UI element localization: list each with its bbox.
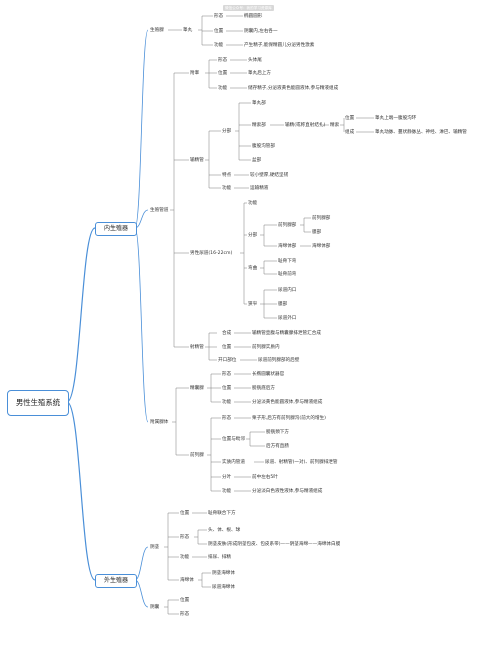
node-g-pr-lobes[interactable]: 分叶 [222,474,232,480]
node-d-ep-func-v[interactable]: 储存精子,分泌液黄色能圆液体,参与精液组成 [248,85,339,91]
node-t-pos[interactable]: 位置 [214,28,224,34]
node-g-pr-func-v[interactable]: 分泌淡白色液性液体,参与精液组成 [252,488,323,494]
node-g-pr-func[interactable]: 功能 [222,488,232,494]
node-g-s-func[interactable]: 功能 [222,399,232,405]
connector-line [66,227,96,403]
internal-organs-node[interactable]: 内生殖器 [95,222,137,236]
node-g-s-pos-v[interactable]: 膀胱底后方 [252,385,275,391]
node-d-c1[interactable]: 耻骨下弯 [278,258,297,264]
node-p-penis[interactable]: 阴茎 [150,544,160,550]
node-d-e-pos[interactable]: 位置 [222,344,232,350]
node-d-n1[interactable]: 尿道内口 [278,287,297,293]
node-d-memb[interactable]: 膜部 [312,229,322,235]
node-t-pos-v[interactable]: 阴囊内,左右各一 [244,28,278,34]
node-p-pos[interactable]: 位置 [180,510,190,516]
node-d-pros[interactable]: 前列腺部 [278,222,297,228]
node-d-ep-shape[interactable]: 形态 [218,57,228,63]
node-d-vas-func[interactable]: 功能 [222,185,232,191]
node-d-e-pos-v[interactable]: 前列腺实质内 [252,344,280,350]
node-d-ure[interactable]: 男性尿道(16-22cm) [190,250,233,256]
node-d-p1[interactable]: 睾丸部 [252,100,266,106]
node-d-spong[interactable]: 海绵体部 [278,243,297,249]
node-d-u-parts[interactable]: 分部 [248,232,258,238]
node-t-shape-v[interactable]: 椭圆圆形 [244,13,263,19]
node-p-scrotum[interactable]: 阴囊 [150,604,160,610]
node-d-n3[interactable]: 尿道外口 [278,315,297,321]
node-d-pros1[interactable]: 前列腺部 [312,215,331,221]
node-d-e-open[interactable]: 开口部位 [218,357,237,363]
node-d-ep-func[interactable]: 功能 [218,85,228,91]
node-t-func[interactable]: 功能 [214,42,224,48]
root-node[interactable]: 男性生殖系统 [7,390,69,416]
node-d-vas-parts[interactable]: 分部 [222,128,232,134]
node-d-narrow[interactable]: 狭窄 [248,301,258,307]
node-d-ep[interactable]: 附睾 [190,70,200,76]
node-d-curves[interactable]: 弯曲 [248,265,258,271]
node-p-func-v[interactable]: 排尿、排精 [208,554,231,560]
connector-line [134,29,149,229]
node-p-shape-v2[interactable]: 阴茎皮肤(形成阴茎包皮、包皮系带)——阴茎海绵——海绵体白膜 [208,541,341,547]
node-d-cord-comp[interactable]: 组成 [345,129,355,135]
node-d-vas[interactable]: 输精管 [190,157,204,163]
node-d-ejac[interactable]: 射精管 [190,344,204,350]
node-t-shape[interactable]: 形态 [214,13,224,19]
connector-line [134,546,149,581]
node-d-n2[interactable]: 膜部 [278,301,288,307]
node-g-sem[interactable]: 精囊腺 [190,385,204,391]
node-d-vas-func-v[interactable]: 运输精液 [250,185,269,191]
node-p-sc-pos[interactable]: 位置 [180,597,190,603]
node-d-u-func[interactable]: 功能 [248,200,258,206]
node-d-vas-feat[interactable]: 特点 [222,172,232,178]
node-p-s2[interactable]: 尿道海绵体 [212,584,235,590]
node-g-s-pos[interactable]: 位置 [222,385,232,391]
connector-line [66,401,96,581]
node-g-pr-rel2[interactable]: 后方有直肠 [266,443,289,449]
node-p-sponge[interactable]: 海绵体 [180,577,194,583]
node-g-s-func-v[interactable]: 分泌淡黄色能圆液体,参与精液组成 [252,399,323,405]
node-d-c2[interactable]: 耻骨前弯 [278,271,297,277]
node-g-pr-dev[interactable]: 实质内管道 [222,459,245,465]
external-organs-node[interactable]: 外生殖器 [95,574,137,588]
node-d-p2-note[interactable]: 输精(或称直射结扎) [285,122,326,128]
node-d-e-open-v[interactable]: 尿道前列腺部的后壁 [258,357,300,363]
node-g-s-shape-v[interactable]: 长椭圆囊状器官 [252,371,285,377]
node-g-pr-shape[interactable]: 形态 [222,415,232,421]
node-g-pro[interactable]: 前列腺 [190,452,204,458]
node-p-shape[interactable]: 形态 [180,534,190,540]
node-p-s1[interactable]: 阴茎海绵体 [212,570,235,576]
node-g-pr-shape-v[interactable]: 栗子形,后方有前列腺沟(前大的增生) [252,415,326,421]
node-g-pr-lobes-v[interactable]: 前中左右5叶 [252,474,278,480]
node-t-title[interactable]: 生殖腺 [150,27,164,33]
node-d-cord-comp-v[interactable]: 睾丸动脉、蔓状静脉丛、神经、淋巴、输精管 [375,129,467,135]
node-d-e-comp[interactable]: 合成 [222,330,232,336]
node-d-vas-feat-v[interactable]: 较小壁厚,硬结坚韧 [250,172,289,178]
node-p-sc-shape[interactable]: 形态 [180,611,190,617]
node-d-ep-pos[interactable]: 位置 [218,70,228,76]
node-d-ep-shape-v[interactable]: 头体尾 [248,57,262,63]
node-g-pr-dev-v[interactable]: 尿道、射精管(一对)、前列腺排泄管 [265,459,338,465]
node-g-pr-rel1[interactable]: 膀胱颈下方 [266,429,289,435]
node-d-e-comp-v[interactable]: 输精管壶腹与精囊腺排泄管汇合成 [252,330,321,336]
node-p-pos-v[interactable]: 耻骨联合下方 [208,510,236,516]
node-d-cord[interactable]: 精索 [330,122,340,128]
watermark-label: 微信公众号：我的学习资源库 [223,5,274,11]
node-g-s-shape[interactable]: 形态 [222,371,232,377]
node-d-cord-pos-v[interactable]: 睾丸上端一腹股沟环 [375,115,417,121]
node-d-p3[interactable]: 腹股沟管部 [252,143,275,149]
node-d-ep-pos-v[interactable]: 睾丸后上方 [248,70,271,76]
node-t-func-v[interactable]: 产生精子,能保精圆儿分泌男性激素 [244,42,315,48]
node-d-p2[interactable]: 精索部 [252,122,266,128]
node-d-cord-pos[interactable]: 位置 [345,115,355,121]
node-t-testis[interactable]: 睾丸 [183,27,193,33]
node-p-func[interactable]: 功能 [180,554,190,560]
node-p-shape-v[interactable]: 头、体、根、球 [208,527,241,533]
node-g-pr-rel[interactable]: 位置与毗邻 [222,436,245,442]
node-d-title[interactable]: 生殖管道 [150,207,169,213]
connector-line [134,227,149,423]
node-g-title[interactable]: 附属腺体 [150,419,169,425]
node-d-spong-v[interactable]: 海绵体部 [312,243,331,249]
node-d-p4[interactable]: 盆部 [252,157,262,163]
